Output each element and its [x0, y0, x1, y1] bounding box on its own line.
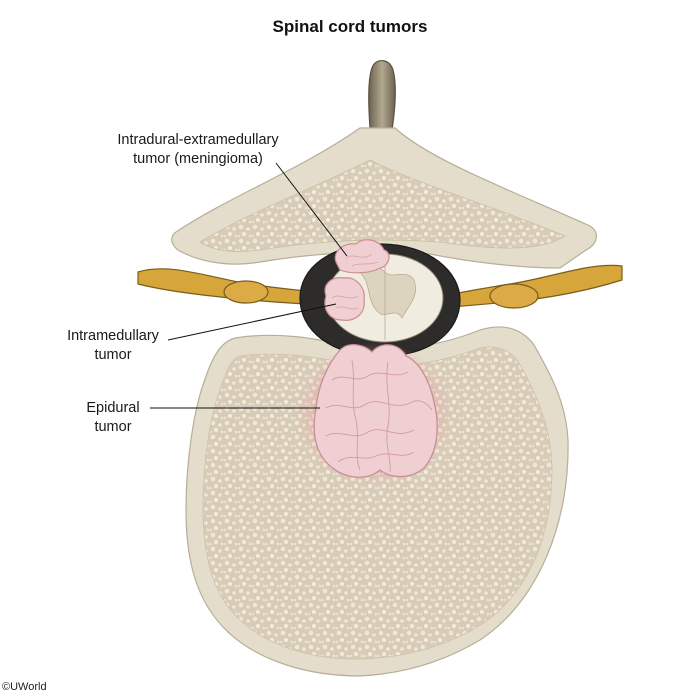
label-epidural-line1: Epidural — [86, 400, 140, 416]
leader-line-intramedullary — [167, 303, 337, 341]
copyright-text: ©UWorld — [2, 681, 47, 693]
label-intradural-extramedullary: Intradural-extramedullary tumor (meningi… — [98, 131, 298, 169]
label-intradural-line1: Intradural-extramedullary — [117, 132, 279, 148]
diagram-title: Spinal cord tumors — [272, 17, 428, 36]
label-intramedullary: Intramedullary tumor — [58, 327, 168, 365]
leader-line-intradural — [275, 162, 348, 257]
label-epidural-line2: tumor — [94, 419, 132, 435]
spinous-process — [368, 60, 396, 131]
epidural-tumor — [294, 342, 454, 486]
label-intradural-line2: tumor (meningioma) — [133, 151, 263, 167]
meningioma-tumor — [334, 239, 390, 274]
posterior-vertebral-arch — [171, 127, 597, 269]
intramedullary-tumor — [324, 277, 365, 321]
label-intramedullary-line1: Intramedullary — [67, 328, 159, 344]
vertebral-body — [185, 326, 569, 677]
leader-lines — [150, 162, 348, 409]
spinal-cord — [326, 253, 444, 343]
label-epidural: Epidural tumor — [78, 399, 148, 437]
label-intramedullary-line2: tumor — [94, 347, 132, 363]
